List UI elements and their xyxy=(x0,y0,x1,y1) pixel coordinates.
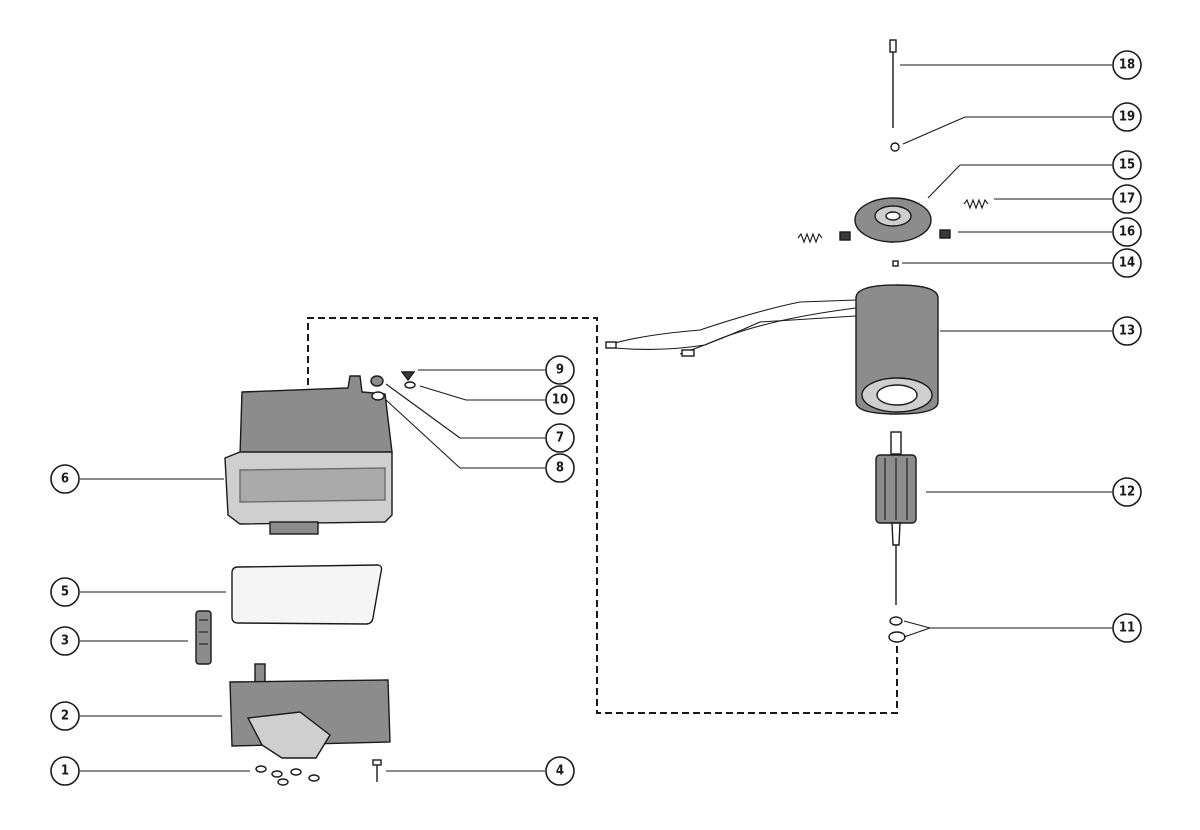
o-ring-part xyxy=(890,142,900,152)
callout-10: 10 xyxy=(545,385,575,415)
svg-text:3: 3 xyxy=(61,634,69,649)
thrust-washer-part xyxy=(889,616,903,626)
svg-text:9: 9 xyxy=(556,363,564,378)
brush-part xyxy=(939,229,951,239)
svg-text:8: 8 xyxy=(556,461,564,476)
leader-lines xyxy=(80,64,1112,772)
callout-11: 11 xyxy=(1112,613,1142,643)
end-washer-part xyxy=(892,260,899,267)
check-balls-part xyxy=(255,765,320,786)
pump-body-part xyxy=(229,663,391,759)
small-washer-part xyxy=(404,381,416,389)
brush-plate-part xyxy=(854,197,932,243)
filter-part xyxy=(195,610,212,665)
cap-nut-part xyxy=(400,371,416,382)
gasket-part xyxy=(231,564,383,625)
callout-8: 8 xyxy=(545,453,575,483)
callout-5: 5 xyxy=(50,577,80,607)
assembly-dashed-line xyxy=(307,317,898,714)
svg-text:6: 6 xyxy=(61,472,69,487)
callout-18: 18 xyxy=(1112,50,1142,80)
callout-6: 6 xyxy=(50,464,80,494)
svg-text:17: 17 xyxy=(1119,192,1135,207)
svg-text:11: 11 xyxy=(1119,621,1135,636)
svg-text:5: 5 xyxy=(61,585,69,600)
callout-15: 15 xyxy=(1112,150,1142,180)
brush-part xyxy=(839,231,851,241)
svg-text:13: 13 xyxy=(1119,324,1135,339)
through-bolt-part xyxy=(889,39,897,128)
svg-text:12: 12 xyxy=(1119,485,1135,500)
screw-part xyxy=(372,759,382,782)
callout-12: 12 xyxy=(1112,477,1142,507)
spring-part xyxy=(963,198,989,210)
nut-part xyxy=(370,375,384,387)
svg-text:4: 4 xyxy=(556,764,564,779)
callout-9: 9 xyxy=(545,355,575,385)
svg-text:18: 18 xyxy=(1119,58,1135,73)
svg-text:19: 19 xyxy=(1119,110,1135,125)
callout-14: 14 xyxy=(1112,248,1142,278)
svg-text:14: 14 xyxy=(1119,256,1135,271)
svg-text:15: 15 xyxy=(1119,158,1135,173)
housing-part xyxy=(224,375,393,535)
callout-3: 3 xyxy=(50,626,80,656)
armature-part xyxy=(875,431,917,605)
callout-4: 4 xyxy=(545,756,575,786)
callout-16: 16 xyxy=(1112,217,1142,247)
svg-text:1: 1 xyxy=(61,764,69,779)
callout-17: 17 xyxy=(1112,184,1142,214)
washer-part xyxy=(371,391,385,401)
svg-text:16: 16 xyxy=(1119,225,1135,240)
svg-text:10: 10 xyxy=(552,393,568,408)
callout-2: 2 xyxy=(50,701,80,731)
svg-text:2: 2 xyxy=(61,709,69,724)
callout-13: 13 xyxy=(1112,316,1142,346)
spring-part xyxy=(797,232,823,244)
thrust-washer-part xyxy=(888,631,906,643)
callout-1: 1 xyxy=(50,756,80,786)
callout-19: 19 xyxy=(1112,102,1142,132)
motor-part xyxy=(605,284,939,415)
svg-text:7: 7 xyxy=(556,431,564,446)
callout-7: 7 xyxy=(545,423,575,453)
